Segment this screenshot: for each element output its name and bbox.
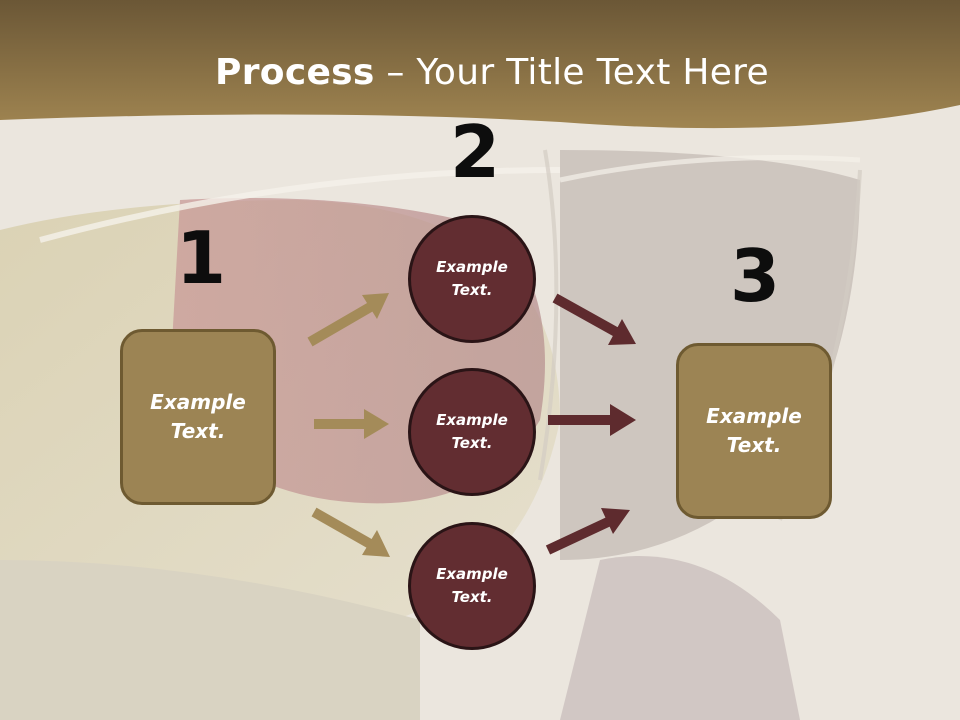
circle-middle: Example Text. [408, 368, 536, 496]
slide-title: Process – Your Title Text Here [0, 52, 960, 93]
step1-box: Example Text. [120, 329, 276, 505]
circle-top-text: Example Text. [436, 258, 508, 299]
circle-top: Example Text. [408, 215, 536, 343]
step-number-1: 1 [176, 216, 227, 300]
step3-text: Example Text. [706, 404, 802, 457]
title-rest: – Your Title Text Here [374, 52, 769, 93]
circle-bottom-text: Example Text. [436, 565, 508, 606]
step-number-3: 3 [730, 234, 781, 318]
circle-middle-text: Example Text. [436, 411, 508, 452]
circle-bottom: Example Text. [408, 522, 536, 650]
step1-text: Example Text. [150, 390, 246, 443]
title-bold: Process [215, 52, 375, 93]
step3-box: Example Text. [676, 343, 832, 519]
step-number-2: 2 [450, 110, 501, 194]
